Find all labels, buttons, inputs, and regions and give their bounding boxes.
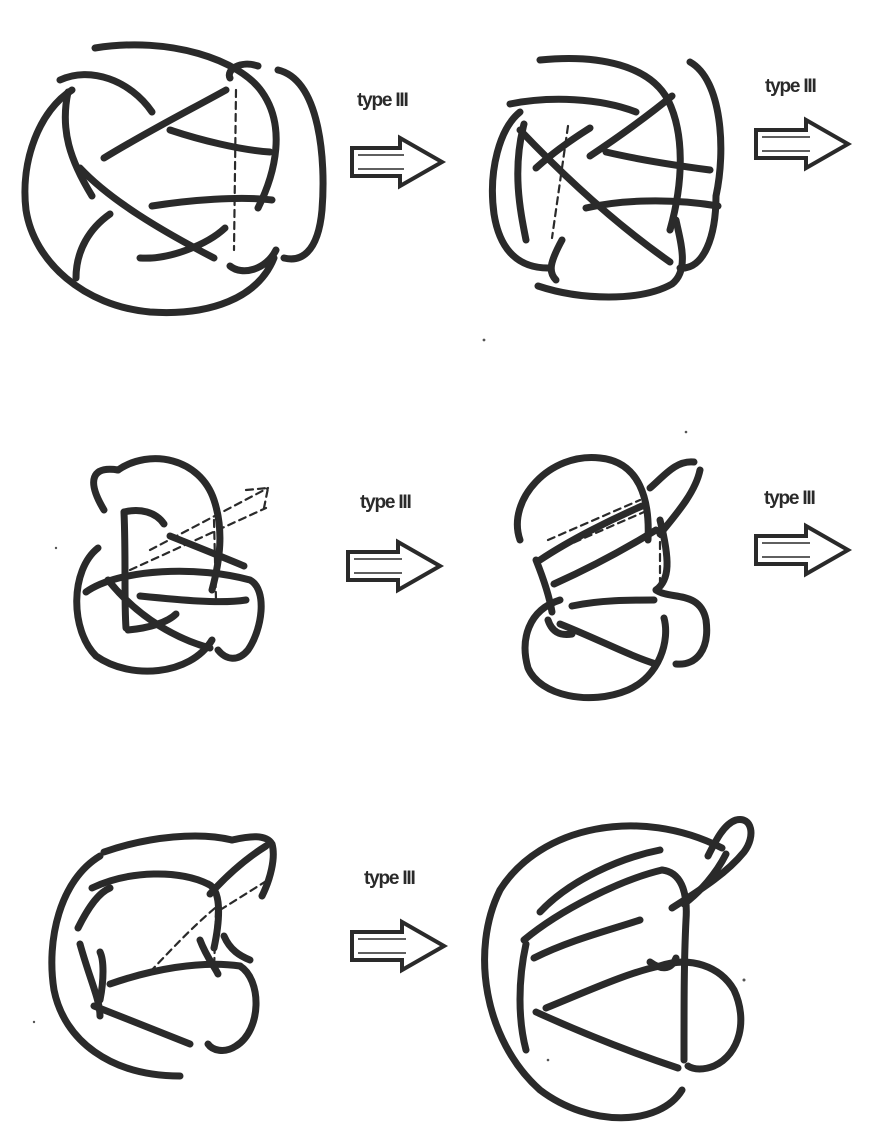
move-arrow-1: type III	[350, 90, 447, 190]
knot-diagram-2	[488, 55, 725, 301]
move-arrow-3: type III	[346, 492, 445, 594]
knot-diagram-3	[73, 455, 270, 675]
move-label-1: type III	[357, 90, 409, 111]
scan-specks	[32, 338, 746, 1062]
move-label-2: type III	[765, 76, 817, 97]
move-arrow-4: type III	[754, 488, 853, 578]
knot-diagram-1	[21, 41, 327, 317]
move-label-3: type III	[360, 492, 412, 513]
move-arrow-2: type III	[754, 76, 853, 172]
knot-diagram-4	[513, 454, 711, 702]
move-arrow-5: type III	[350, 868, 449, 974]
knot-diagram-6	[481, 816, 755, 1122]
knot-diagram-5	[48, 832, 277, 1080]
move-label-5: type III	[364, 868, 416, 889]
move-label-4: type III	[764, 488, 816, 509]
